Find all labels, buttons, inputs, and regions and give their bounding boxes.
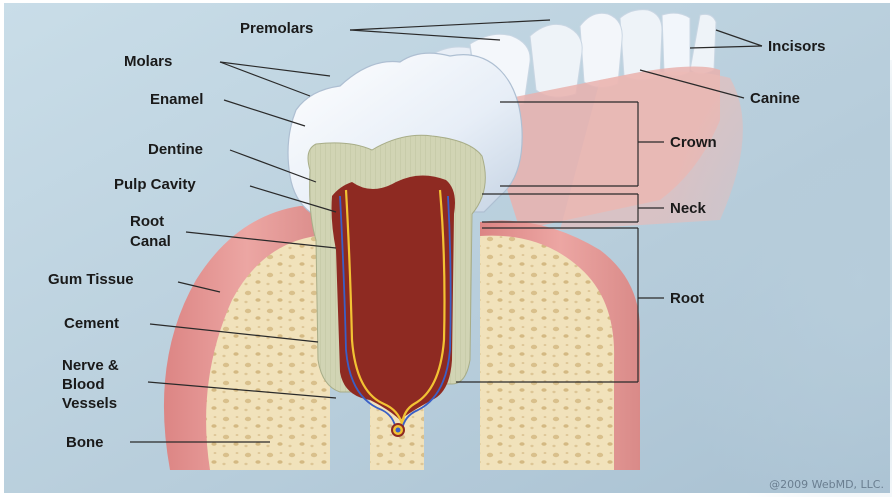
label-gum-tissue: Gum Tissue [48, 270, 134, 289]
label-crown: Crown [670, 133, 717, 152]
label-nerve-3: Vessels [62, 394, 117, 413]
label-incisors: Incisors [768, 37, 826, 56]
label-root-canal-1: Root [130, 212, 164, 231]
label-nerve-2: Blood [62, 375, 105, 394]
label-nerve-1: Nerve & [62, 356, 119, 375]
label-root-canal-2: Canal [130, 232, 171, 251]
label-molars: Molars [124, 52, 172, 71]
label-enamel: Enamel [150, 90, 203, 109]
label-bone: Bone [66, 433, 104, 452]
copyright-credit: @2009 WebMD, LLC. [769, 478, 884, 491]
label-pulp-cavity: Pulp Cavity [114, 175, 196, 194]
label-root: Root [670, 289, 704, 308]
label-dentine: Dentine [148, 140, 203, 159]
label-cement: Cement [64, 314, 119, 333]
label-neck: Neck [670, 199, 706, 218]
label-premolars: Premolars [240, 19, 313, 38]
label-canine: Canine [750, 89, 800, 108]
